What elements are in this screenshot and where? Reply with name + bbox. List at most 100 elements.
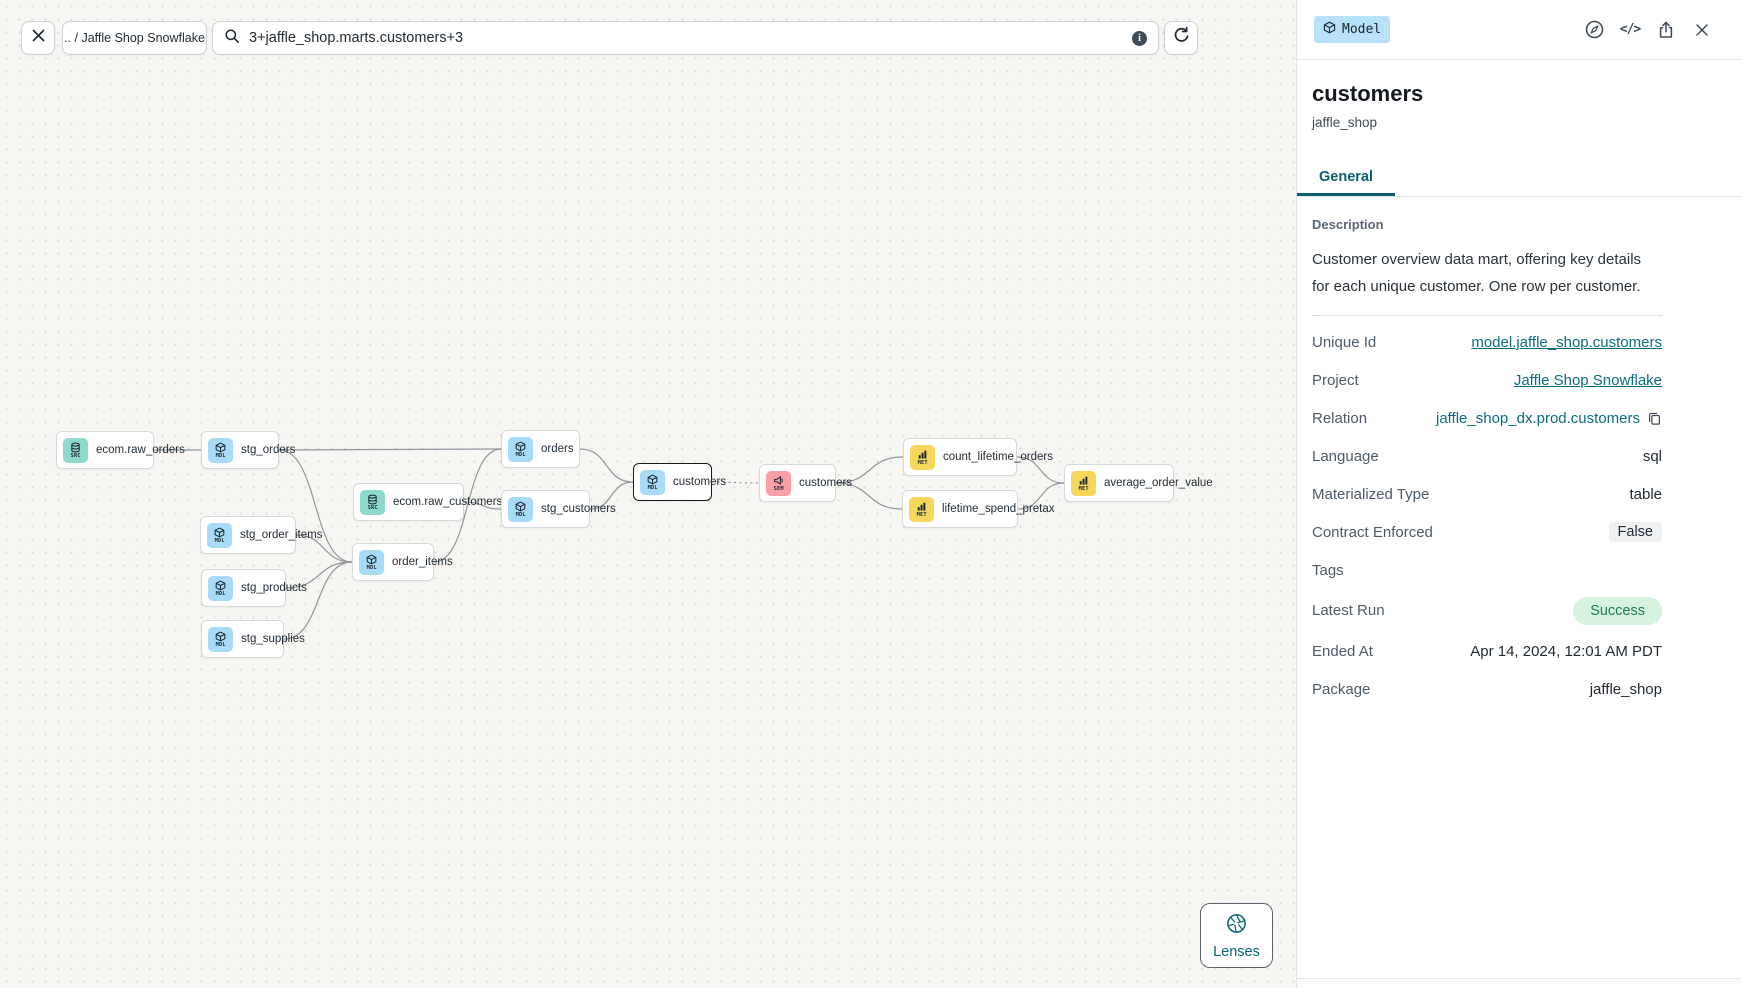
tab-general[interactable]: General <box>1297 160 1395 197</box>
field-row-contract-enforced: Contract Enforced False <box>1312 513 1662 551</box>
resource-type-badge: Model <box>1314 16 1391 43</box>
refresh-button[interactable] <box>1164 21 1198 55</box>
field-label: Relation <box>1312 409 1368 427</box>
node-label: count_lifetime_orders <box>943 451 1053 463</box>
field-label: Ended At <box>1312 642 1373 660</box>
node-label: order_items <box>392 556 453 568</box>
field-label: Latest Run <box>1312 602 1385 620</box>
node-label: stg_products <box>241 582 307 594</box>
graph-node-average_order_value[interactable]: MET average_order_value <box>1064 464 1213 502</box>
field-label: Language <box>1312 447 1379 465</box>
field-row-package: Package jaffle_shop <box>1312 670 1662 708</box>
edge-stg_supplies-to-order_items <box>283 561 353 640</box>
divider <box>1312 315 1662 317</box>
metric-icon: MET <box>909 496 934 522</box>
unique-id-link[interactable]: model.jaffle_shop.customers <box>1471 333 1662 351</box>
field-row-tags: Tags <box>1312 551 1662 589</box>
close-panel-icon[interactable] <box>1691 19 1713 41</box>
search-input[interactable] <box>249 30 1123 46</box>
graph-node-ecom.raw_orders[interactable]: SRC ecom.raw_orders <box>56 431 185 469</box>
node-label: ecom.raw_customers <box>393 496 503 508</box>
node-label: customers <box>799 477 853 489</box>
source-icon: SRC <box>63 437 88 463</box>
breadcrumb[interactable]: .. / Jaffle Shop Snowflake <box>62 21 207 55</box>
code-icon[interactable]: </> <box>1619 22 1641 37</box>
graph-node-orders[interactable]: MDL orders <box>501 430 580 468</box>
close-icon <box>31 28 46 48</box>
model-icon: MDL <box>508 436 533 462</box>
language-value: sql <box>1642 447 1662 465</box>
node-label: ecom.raw_orders <box>96 444 185 456</box>
model-icon: MDL <box>359 549 384 575</box>
field-row-ended-at: Ended At Apr 14, 2024, 12:01 AM PDT <box>1312 632 1662 670</box>
panel-body: Description Customer overview data mart,… <box>1297 197 1741 708</box>
copy-icon[interactable] <box>1647 411 1662 426</box>
node-label: stg_orders <box>241 444 296 456</box>
details-panel: Model </> customers jaffle_shop General … <box>1296 0 1741 988</box>
project-link[interactable]: Jaffle Shop Snowflake <box>1513 371 1662 389</box>
panel-header: Model </> <box>1297 0 1741 60</box>
node-label: lifetime_spend_pretax <box>942 503 1055 515</box>
field-label: Contract Enforced <box>1312 523 1433 541</box>
description-text: Customer overview data mart, offering ke… <box>1312 251 1642 296</box>
model-icon: MDL <box>508 496 533 522</box>
field-row-language: Language sql <box>1312 437 1662 475</box>
cube-icon <box>1323 21 1336 38</box>
graph-node-customers_sem[interactable]: SEM customers <box>759 464 852 502</box>
lenses-label: Lenses <box>1213 943 1260 960</box>
package-subtitle: jaffle_shop <box>1312 115 1378 131</box>
semantic-model-icon: SEM <box>766 470 791 496</box>
description-label: Description <box>1312 217 1384 233</box>
edge-count_lifetime_orders-to-average_order_value <box>1016 456 1065 484</box>
resource-type-label: Model <box>1342 22 1382 37</box>
graph-node-count_lifetime_orders[interactable]: MET count_lifetime_orders <box>903 438 1053 476</box>
node-label: average_order_value <box>1104 477 1213 489</box>
edge-stg_orders-to-orders <box>278 448 502 451</box>
close-lineage-button[interactable] <box>21 21 55 55</box>
lineage-search: i <box>212 21 1159 55</box>
field-label: Materialized Type <box>1312 485 1430 503</box>
explore-compass-icon[interactable] <box>1583 19 1605 41</box>
info-icon[interactable]: i <box>1132 30 1147 46</box>
graph-node-stg_products[interactable]: MDL stg_products <box>201 569 307 607</box>
search-icon <box>224 28 240 49</box>
graph-node-order_items[interactable]: MDL order_items <box>352 543 453 581</box>
field-label: Package <box>1312 680 1371 698</box>
page-title: customers <box>1312 81 1424 106</box>
materialized-type-value: table <box>1629 485 1662 503</box>
field-row-project: Project Jaffle Shop Snowflake <box>1312 361 1662 399</box>
edge-customers_sem-to-count_lifetime_orders <box>835 456 904 484</box>
graph-node-lifetime_spend_pretax[interactable]: MET lifetime_spend_pretax <box>902 490 1055 528</box>
refresh-icon <box>1172 26 1191 50</box>
edge-stg_customers-to-customers <box>589 481 634 510</box>
model-icon: MDL <box>208 575 233 601</box>
edge-order_items-to-orders <box>433 448 502 563</box>
node-label: stg_order_items <box>240 529 323 541</box>
lenses-button[interactable]: Lenses <box>1200 903 1273 968</box>
edge-customers_sem-to-lifetime_spend_pretax <box>835 482 903 510</box>
share-icon[interactable] <box>1655 19 1677 41</box>
edge-stg_products-to-order_items <box>285 561 353 589</box>
metric-icon: MET <box>1071 470 1096 496</box>
metric-icon: MET <box>910 444 935 470</box>
lineage-edges <box>153 448 1065 640</box>
field-row-unique-id: Unique Id model.jaffle_shop.customers <box>1312 323 1662 361</box>
edge-orders-to-customers <box>579 448 634 483</box>
package-value: jaffle_shop <box>1589 680 1662 698</box>
edge-customers-to-customers_sem <box>711 481 760 484</box>
status-badge[interactable]: Success <box>1573 596 1662 625</box>
field-label: Unique Id <box>1312 333 1377 351</box>
ended-at-value: Apr 14, 2024, 12:01 AM PDT <box>1470 642 1662 660</box>
model-icon: MDL <box>208 626 233 652</box>
contract-enforced-chip: False <box>1608 522 1662 543</box>
field-row-relation: Relation jaffle_shop_dx.prod.customers <box>1312 399 1662 437</box>
node-label: orders <box>541 443 574 455</box>
breadcrumb-label: .. / Jaffle Shop Snowflake <box>64 31 205 45</box>
